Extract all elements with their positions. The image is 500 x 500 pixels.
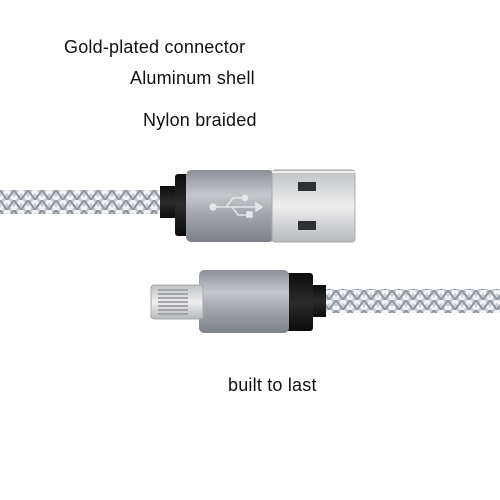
usb-strain-relief bbox=[160, 186, 176, 218]
caption-aluminum-shell: Aluminum shell bbox=[130, 68, 255, 88]
usb-a-plug bbox=[271, 169, 356, 243]
lightning-strain-relief bbox=[310, 285, 326, 317]
lightning-cable-braid bbox=[320, 289, 500, 313]
caption-gold-plated-connector: Gold-plated connector bbox=[64, 37, 246, 57]
usb-collar bbox=[175, 174, 189, 236]
usb-icon bbox=[209, 194, 264, 218]
caption-nylon-braided: Nylon braided bbox=[143, 110, 257, 130]
usb-plug-slot-bottom bbox=[298, 221, 316, 230]
lightning-aluminum-housing bbox=[199, 270, 289, 333]
usb-aluminum-housing bbox=[186, 170, 274, 242]
usb-plug-slot-top bbox=[298, 182, 316, 191]
lightning-collar bbox=[283, 273, 313, 331]
lightning-contacts bbox=[158, 289, 188, 315]
usb-cable-braid bbox=[0, 190, 165, 214]
caption-built-to-last: built to last bbox=[228, 375, 317, 395]
